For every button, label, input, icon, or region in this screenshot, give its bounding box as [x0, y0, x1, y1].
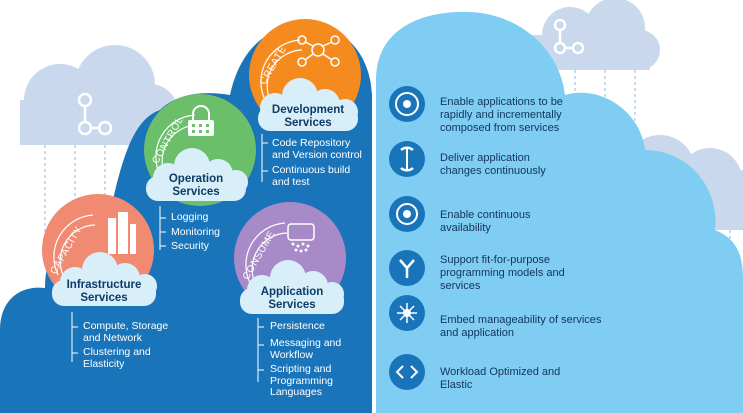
- ops-item-monitoring: Monitoring: [171, 226, 221, 238]
- dev-services-title: Development Services: [258, 104, 358, 130]
- dev-title-line2: Services: [284, 117, 332, 129]
- ops-title-line2: Services: [172, 186, 220, 198]
- item-line: Workflow: [270, 348, 313, 361]
- item-line: Languages: [270, 386, 322, 398]
- dev-label-cloud: [258, 78, 358, 131]
- split-arrows-icon: [389, 250, 425, 286]
- benefit-line: and application: [440, 327, 515, 339]
- app-item-messaging: Messaging and Workflow: [270, 337, 342, 361]
- ops-label-cloud: [146, 148, 248, 201]
- item-line: Compute, Storage: [83, 320, 169, 332]
- infra-item-compute: Compute, Storage and Network: [83, 320, 169, 344]
- benefit-line: availability: [440, 222, 491, 234]
- item-line: Programming: [270, 374, 334, 387]
- infra-title-line1: Infrastructure: [66, 279, 142, 291]
- benefit-line: Deliver application: [440, 152, 530, 164]
- benefit-line: composed from services: [440, 122, 560, 134]
- bg-cloud-left: [20, 45, 180, 145]
- chevrons-icon: [389, 354, 425, 390]
- list-brackets: [71, 134, 268, 382]
- item-line: and Network: [83, 331, 142, 344]
- app-title-line2: Services: [268, 299, 316, 311]
- benefit-line: services: [440, 280, 481, 292]
- benefit-line: Enable applications to be: [440, 96, 563, 108]
- ops-title-line1: Operation: [168, 173, 224, 185]
- benefit-availability: Enable continuous availability: [440, 209, 531, 235]
- benefit-line: programming models and: [440, 267, 565, 279]
- dev-item-continuous-build: Continuous build and test: [272, 164, 351, 188]
- app-item-scripting: Scripting and Programming Languages: [270, 363, 334, 399]
- benefit-line: Workload Optimized and: [440, 366, 561, 378]
- benefit-line: Support fit-for-purpose: [440, 254, 551, 266]
- app-dots-icon: [287, 223, 315, 253]
- benefit-line: Enable continuous: [440, 209, 531, 221]
- benefit-line: changes continuously: [440, 165, 546, 177]
- infra-services-title: Infrastructure Services: [52, 279, 156, 305]
- dev-title-line1: Development: [271, 104, 345, 116]
- item-line: and Version control: [272, 148, 362, 161]
- infra-label-cloud: [52, 252, 157, 306]
- benefit-icons: [389, 86, 425, 390]
- infra-item-clustering: Clustering and Elasticity: [83, 346, 151, 370]
- infra-title-line2: Services: [80, 292, 128, 304]
- ops-item-security: Security: [171, 240, 209, 252]
- benefit-line: rapidly and incrementally: [440, 109, 562, 121]
- app-item-persistence: Persistence: [270, 320, 325, 332]
- swirl-icon: [389, 86, 425, 122]
- benefit-composed-services: Enable applications to be rapidly and in…: [440, 96, 563, 135]
- benefit-line: Elastic: [440, 379, 473, 391]
- benefit-manageability: Embed manageability of services and appl…: [440, 314, 601, 340]
- item-line: and test: [272, 175, 310, 188]
- item-line: Scripting and: [270, 363, 332, 375]
- item-line: Code Repository: [272, 137, 351, 149]
- item-line: Continuous build: [272, 164, 351, 176]
- benefits-cloud: [376, 11, 743, 413]
- app-services-title: Application Services: [240, 286, 344, 312]
- ops-item-logging: Logging: [171, 211, 209, 223]
- app-label-cloud: [240, 260, 344, 314]
- cycle-arrows-icon: [389, 141, 425, 177]
- item-line: Clustering and: [83, 346, 151, 358]
- network-node-icon: [389, 295, 425, 331]
- item-line: Elasticity: [83, 357, 125, 370]
- benefit-programming-models: Support fit-for-purpose programming mode…: [440, 254, 565, 293]
- benefit-deliver-changes: Deliver application changes continuously: [440, 152, 546, 178]
- dev-network-icon: [297, 35, 340, 67]
- infra-server-icon: [108, 212, 136, 254]
- item-line: Messaging and: [270, 337, 342, 349]
- app-title-line1: Application: [260, 286, 324, 298]
- target-icon: [389, 196, 425, 232]
- dev-item-code-repo: Code Repository and Version control: [272, 137, 362, 161]
- benefit-line: Embed manageability of services: [440, 314, 602, 326]
- benefit-workload-optimized: Workload Optimized and Elastic: [440, 366, 560, 392]
- ops-lock-icon: [188, 105, 214, 136]
- ops-services-title: Operation Services: [146, 173, 246, 199]
